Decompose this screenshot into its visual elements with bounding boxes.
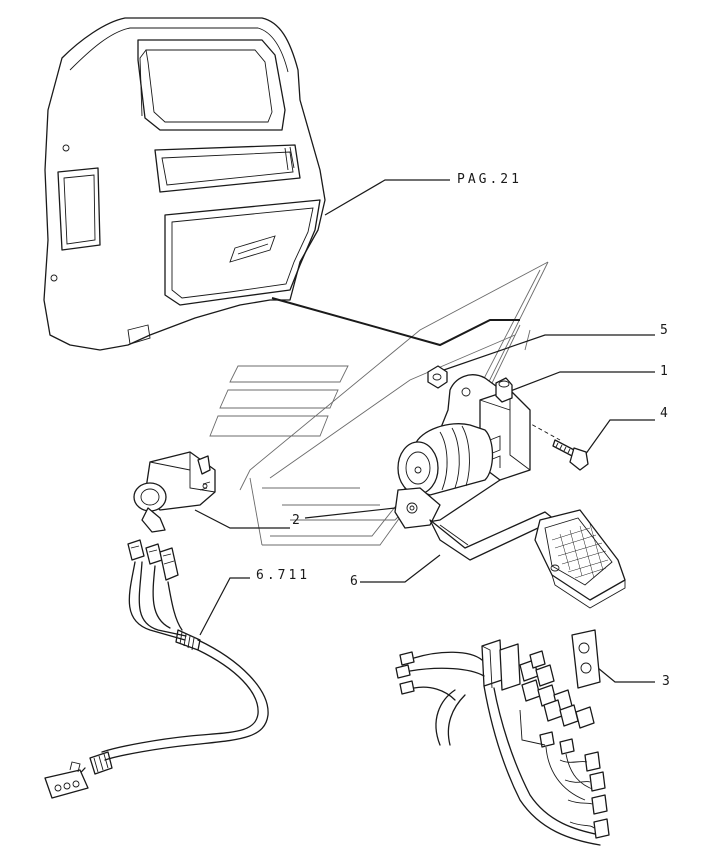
relay-cluster <box>395 629 610 846</box>
bolt <box>552 439 589 471</box>
label-ref-2: 2 <box>292 513 303 528</box>
sensor-unit <box>133 451 216 533</box>
cab-side-panel <box>43 17 326 351</box>
label-ref-6711: 6.711 <box>256 568 310 583</box>
callout-lines <box>194 179 655 683</box>
wiring-harness <box>44 539 269 799</box>
label-ref-6: 6 <box>350 574 361 589</box>
pedal-hatch <box>551 523 609 579</box>
label-pag21: PAG.21 <box>457 172 522 187</box>
fuse-boxes <box>519 650 595 729</box>
hex-nut <box>427 365 448 389</box>
label-ref-1: 1 <box>660 364 671 379</box>
label-ref-3: 3 <box>662 674 673 689</box>
label-ref-4: 4 <box>660 406 671 421</box>
label-ref-5: 5 <box>660 323 671 338</box>
pedal-potentiometer-assembly <box>394 374 626 609</box>
reference-labels: PAG.21 5 1 4 2 6 6.711 3 <box>256 172 673 689</box>
